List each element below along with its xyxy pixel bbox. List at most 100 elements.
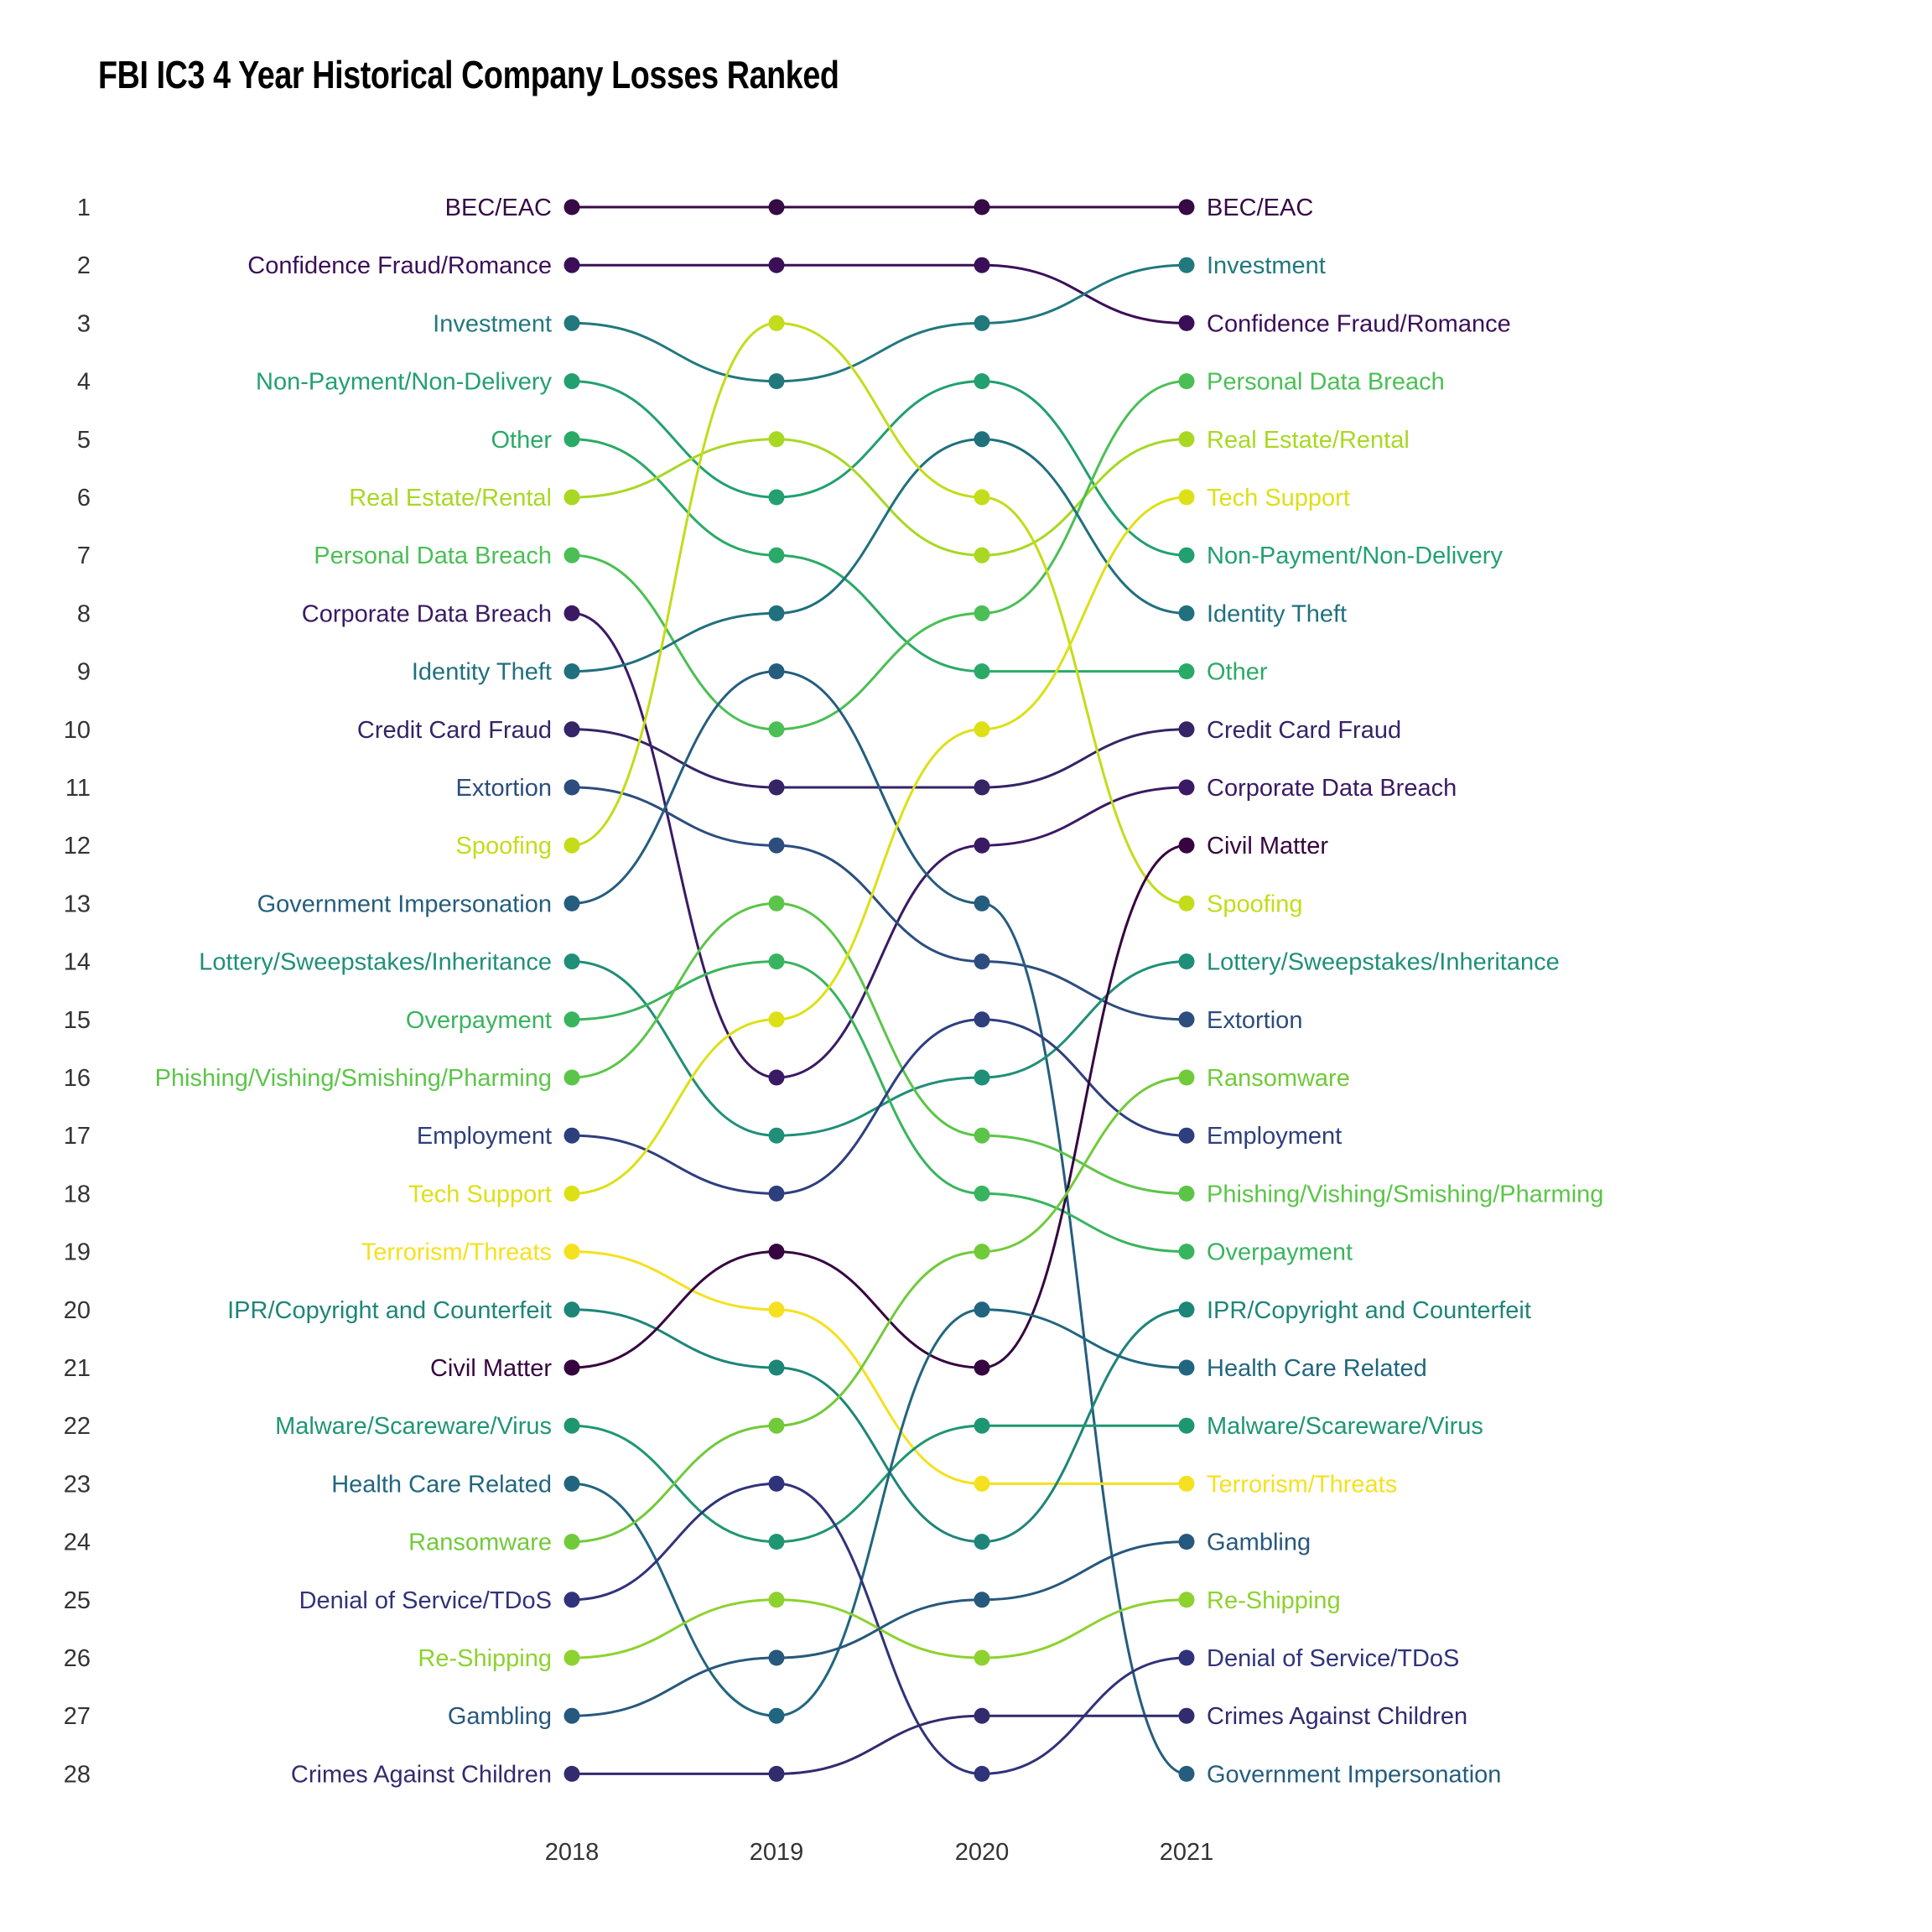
data-point (564, 1534, 580, 1550)
rank-tick: 13 (64, 891, 91, 917)
category-label-left: Gambling (448, 1703, 552, 1730)
data-point (768, 373, 785, 390)
data-point (564, 1359, 580, 1376)
data-point (564, 547, 580, 564)
data-point (1178, 1185, 1195, 1202)
data-point (768, 1244, 785, 1260)
category-label-right: Credit Card Fraud (1207, 717, 1401, 744)
data-point (1178, 1649, 1195, 1666)
data-point (1178, 605, 1195, 621)
data-point (1178, 257, 1195, 273)
data-point (564, 1011, 580, 1028)
series-line (571, 844, 1187, 1369)
data-point (974, 547, 990, 564)
category-label-right: Crimes Against Children (1207, 1703, 1467, 1730)
series-lines (571, 205, 1187, 1775)
category-label-right: Employment (1207, 1123, 1342, 1150)
series-line (572, 1714, 1187, 1775)
category-label-right: Re-Shipping (1207, 1587, 1341, 1614)
category-label-right: Lottery/Sweepstakes/Inheritance (1207, 949, 1560, 976)
data-point (768, 1069, 785, 1086)
data-point (1178, 1417, 1195, 1434)
series-line (571, 960, 1187, 1137)
series-line (571, 380, 1187, 731)
rank-tick: 4 (77, 369, 91, 396)
data-point (1178, 953, 1195, 970)
rank-tick: 28 (64, 1761, 91, 1788)
category-label-left: IPR/Copyright and Counterfeit (227, 1297, 552, 1324)
rank-tick: 25 (64, 1587, 91, 1614)
category-label-right: Tech Support (1207, 485, 1350, 512)
data-point (768, 605, 785, 621)
data-point (564, 199, 580, 216)
data-point (1178, 837, 1195, 854)
data-point (564, 1475, 580, 1492)
data-point (1178, 1707, 1195, 1724)
category-label-right: Extortion (1207, 1007, 1302, 1034)
data-point (974, 953, 990, 970)
data-point (1178, 1592, 1195, 1608)
category-label-left: Health Care Related (331, 1471, 552, 1498)
rank-tick: 2 (77, 252, 91, 279)
category-label-right: Investment (1207, 252, 1326, 279)
category-label-right: Non-Payment/Non-Delivery (1207, 543, 1503, 569)
data-point (974, 1359, 990, 1376)
data-point (974, 1069, 990, 1086)
category-label-right: Terrorism/Threats (1207, 1471, 1397, 1498)
data-point (1178, 489, 1195, 506)
data-point (564, 837, 580, 854)
data-point (1178, 779, 1195, 796)
category-label-left: Credit Card Fraud (357, 717, 552, 744)
data-point (1178, 1359, 1195, 1376)
data-point (768, 1011, 785, 1028)
data-point (768, 663, 785, 680)
data-point (768, 547, 785, 564)
data-point (1178, 373, 1195, 390)
series-line (571, 1424, 1187, 1544)
rank-tick: 22 (64, 1413, 91, 1440)
data-point (564, 953, 580, 970)
category-label-left: Investment (433, 310, 552, 337)
series-line (571, 496, 1187, 1195)
data-point (974, 199, 990, 216)
rank-tick: 6 (77, 485, 91, 512)
data-point (768, 895, 785, 911)
rank-tick: 7 (77, 543, 91, 569)
data-point (974, 779, 990, 796)
rank-tick: 21 (64, 1355, 91, 1382)
series-line (571, 960, 1187, 1254)
rank-tick: 8 (77, 600, 91, 627)
rank-tick: 14 (64, 949, 91, 976)
data-point (974, 1301, 990, 1318)
category-label-left: Overpayment (406, 1007, 552, 1034)
data-point (564, 1185, 580, 1202)
category-label-left: Tech Support (408, 1181, 552, 1208)
data-point (1178, 314, 1195, 331)
data-point (974, 895, 990, 911)
category-label-left: Crimes Against Children (291, 1761, 552, 1788)
data-point (974, 314, 990, 331)
rank-tick: 12 (64, 833, 91, 860)
category-label-left: Employment (417, 1123, 552, 1150)
data-point (974, 1649, 990, 1666)
data-point (974, 1011, 990, 1028)
data-point (974, 1707, 990, 1724)
category-label-left: Extortion (456, 775, 552, 802)
rank-tick: 17 (64, 1123, 91, 1150)
data-point (564, 314, 580, 331)
data-point (1178, 1127, 1195, 1144)
series-line (571, 438, 1187, 673)
data-point (1178, 431, 1195, 448)
rank-tick: 15 (64, 1007, 91, 1034)
category-label-left: Government Impersonation (257, 891, 552, 917)
year-tick: 2020 (955, 1839, 1010, 1866)
category-label-left: Other (491, 427, 552, 454)
series-line (571, 1308, 1187, 1717)
data-point (974, 1127, 990, 1144)
data-point (974, 1185, 990, 1202)
category-label-left: Ransomware (408, 1530, 552, 1556)
data-point (1178, 1301, 1195, 1318)
category-label-right: Gambling (1207, 1530, 1311, 1556)
data-point (974, 373, 990, 390)
data-point (1178, 895, 1195, 911)
